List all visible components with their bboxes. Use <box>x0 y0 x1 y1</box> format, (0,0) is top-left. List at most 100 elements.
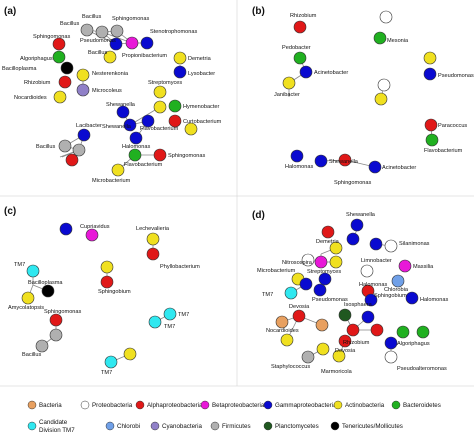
label-b-paracoccus: Paracoccus <box>438 123 467 129</box>
node-a-bacillus-2 <box>95 25 109 39</box>
node-d-massilia <box>398 259 412 273</box>
node-b-mesonia <box>373 31 387 45</box>
node-a-demetria <box>173 51 187 65</box>
node-a-rhizobium <box>58 75 72 89</box>
node-d-gamma-5 <box>361 310 375 324</box>
legend-swatch-firmicutes <box>210 421 220 431</box>
label-d-nitrosospira: Nitrosospira <box>282 260 313 266</box>
legend-label-cyanobacteria: Cyanobacteria <box>162 423 202 430</box>
label-d-tm7: TM7 <box>262 292 273 298</box>
node-b-sphingomonas <box>338 153 352 167</box>
node-a-hymenobacter <box>168 99 182 113</box>
label-c-tm7-3: TM7 <box>164 324 175 330</box>
label-a-sphingomonas-1: Sphingomonas <box>112 16 150 22</box>
node-d-gamma-3 <box>369 237 383 251</box>
node-a-stenotrophomonas <box>140 36 154 50</box>
legend-label-proteobacteria: Proteobacteria <box>92 402 133 409</box>
label-c-bacillus: Bacillus <box>22 352 41 358</box>
node-a-bacilloplasma <box>60 61 74 75</box>
legend-swatch-actinobacteria <box>333 400 343 410</box>
node-a-streptomyces-2 <box>153 100 167 114</box>
node-c-tm7-1 <box>26 264 40 278</box>
node-d-bacteria <box>275 315 289 329</box>
node-c-lechevalieria <box>146 232 160 246</box>
node-d-alpha-2 <box>370 323 384 337</box>
node-b-actino <box>374 92 388 106</box>
node-c-tm7-4 <box>104 355 118 369</box>
label-c-cupriavidus: Cupriavidus <box>80 224 110 230</box>
label-c-tm7-4: TM7 <box>101 370 112 376</box>
label-d-sphingobium: Sphingobium <box>374 293 407 299</box>
node-a-microcoleus <box>76 83 90 97</box>
label-a-stenotrophomonas: Stenotrophomonas <box>150 29 197 35</box>
label-a-nocardioides: Nocardioides <box>14 95 47 101</box>
node-c-phyllobacterium <box>146 247 160 261</box>
node-d-gamma-6 <box>384 336 398 350</box>
label-d-pseudomonas: Pseudomonas <box>312 297 348 303</box>
node-b-pedobacter <box>293 51 307 65</box>
label-a-microbacterium: Microbacterium <box>92 178 131 184</box>
label-a-flavobacterium-2: Flavobacterium <box>124 162 163 168</box>
node-a-nocardioides <box>53 90 67 104</box>
legend-label-candidate-2: Division TM7 <box>39 427 75 434</box>
label-a-lysobacter: Lysobacter <box>188 71 215 77</box>
label-d-devosia-2: Devosia <box>335 348 356 354</box>
node-d-nitrosospira <box>314 255 328 269</box>
node-d-pseudoalteromonas <box>384 350 398 364</box>
node-a-flavobacterium-2 <box>128 148 142 162</box>
label-a-curtobacterium: Curtobacterium <box>183 119 222 125</box>
legend-label-bacteroidetes: Bacteroidetes <box>403 402 441 409</box>
label-a-bacillus-2: Bacillus <box>60 21 79 27</box>
node-d-chlorobia <box>391 274 405 288</box>
label-d-limnobacter: Limnobacter <box>361 258 392 264</box>
label-b-rhizobium: Rhizobium <box>290 13 317 19</box>
legend-label-chlorobi: Chlorobi <box>117 423 140 430</box>
legend: Bacteria Proteobacteria Alphaproteobacte… <box>0 385 474 434</box>
node-a-shewanella-1 <box>116 105 130 119</box>
node-d-devosia-1 <box>292 309 306 323</box>
legend-swatch-betaproteobacteria <box>200 400 210 410</box>
panel-b-label: (b) <box>252 6 265 17</box>
legend-label-betaproteobacteria: Betaproteobacteria <box>212 402 265 409</box>
label-c-bacilloplasma: Bacilloplasma <box>28 280 63 286</box>
legend-swatch-chlorobi <box>105 421 115 431</box>
label-d-marmoricola: Marmoricola <box>321 369 353 375</box>
legend-swatch-cyanobacteria <box>150 421 160 431</box>
node-c-bacillus <box>49 328 63 342</box>
label-d-halomonas-2: Halomonas <box>420 297 448 303</box>
legend-swatch-bacteroidetes <box>391 400 401 410</box>
node-a-sphingomonas-gray <box>110 24 124 38</box>
label-a-sphingomonas-3: Sphingomonas <box>168 153 206 159</box>
node-b-paracoccus <box>424 118 438 132</box>
node-a-algoriphagus <box>52 50 66 64</box>
label-b-acinetobacter-1: Acinetobacter <box>314 70 348 76</box>
label-a-sphingomonas-2: Sphingomonas <box>33 34 71 40</box>
node-d-isosphaera <box>338 308 352 322</box>
label-a-halomonas: Halomonas <box>122 144 150 150</box>
legend-swatch-gammaproteobacteria <box>263 400 273 410</box>
node-c-actino-2 <box>123 347 137 361</box>
node-b-janibacter <box>282 76 296 90</box>
node-a-lacibacter <box>77 128 91 142</box>
legend-swatch-alphaproteobacteria <box>135 400 145 410</box>
node-b-rhizobium <box>293 20 307 34</box>
label-c-tm7-1: TM7 <box>14 262 25 268</box>
node-d-rhizobium <box>346 323 360 337</box>
label-d-rhizobium: Rhizobium <box>343 340 370 346</box>
node-c-sphingomonas <box>49 313 63 327</box>
label-d-nocardioides: Nocardioides <box>266 328 299 334</box>
node-b-acinetobacter-2 <box>368 160 382 174</box>
node-d-shewanella <box>350 218 364 232</box>
panel-b: Rhizobium Mesonia Pedobacter Acinetobact… <box>274 10 474 186</box>
node-c-tm7-3 <box>148 315 162 329</box>
node-a-microbacterium <box>111 163 125 177</box>
panel-d-label: (d) <box>252 210 265 221</box>
node-a-red-small <box>65 153 79 167</box>
label-c-tm7-2: TM7 <box>178 312 189 318</box>
node-b-proteobacteria-1 <box>379 10 393 24</box>
node-b-acinetobacter-1 <box>299 65 313 79</box>
legend-swatch-planctomycetes <box>263 421 273 431</box>
node-d-actino-x <box>316 342 330 356</box>
label-c-phyllobacterium: Phyllobacterium <box>160 264 200 270</box>
label-a-rhizobium: Rhizobium <box>24 80 51 86</box>
